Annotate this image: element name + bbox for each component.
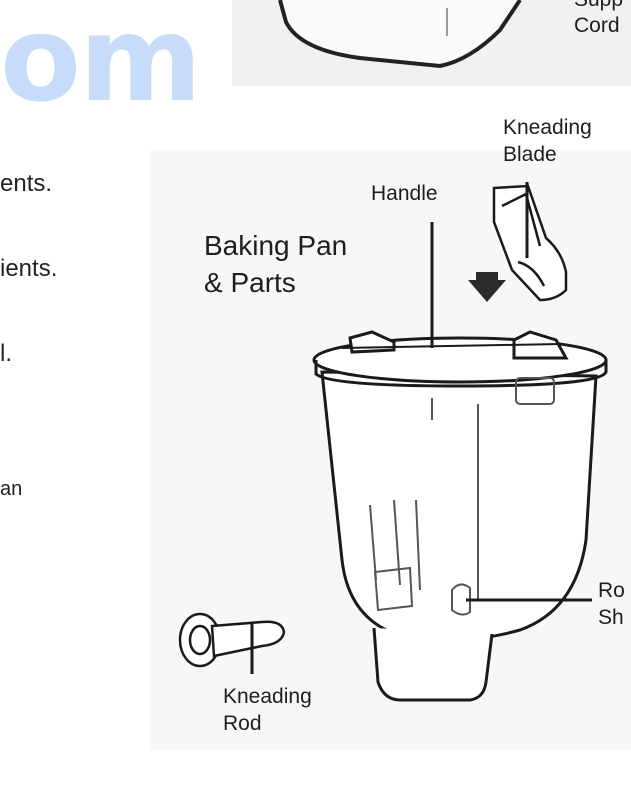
left-text-fragment-3: l. [0, 340, 12, 367]
left-text-fragment-4: an [0, 478, 23, 500]
top-right-label-line-2: Cord [574, 14, 620, 37]
rotating-shaft-label-line-2: Sh [598, 606, 624, 629]
rotating-shaft-label-line-1: Ro [598, 579, 625, 602]
left-text-fragment-1: ents. [0, 170, 53, 197]
kneading-rod-part [178, 612, 286, 668]
watermark-text: om [0, 0, 202, 128]
kneading-blade-label-line-1: Kneading [503, 116, 592, 139]
kneading-rod-label-line-1: Kneading [223, 685, 312, 708]
down-arrow-icon [468, 272, 506, 302]
top-object-outline [278, 0, 522, 69]
kneading-rod-label-line-2: Rod [223, 712, 262, 735]
top-right-label-line-1: Supp [574, 0, 623, 13]
left-text-fragment-2: ients. [0, 255, 58, 282]
baking-pan-title-line-1: Baking Pan [204, 230, 348, 261]
handle-label: Handle [371, 182, 438, 205]
baking-pan-body [312, 330, 608, 702]
kneading-blade-label-line-2: Blade [503, 143, 557, 166]
pan-inner-details [369, 377, 555, 616]
baking-pan-title-line-2: & Parts [204, 267, 296, 298]
